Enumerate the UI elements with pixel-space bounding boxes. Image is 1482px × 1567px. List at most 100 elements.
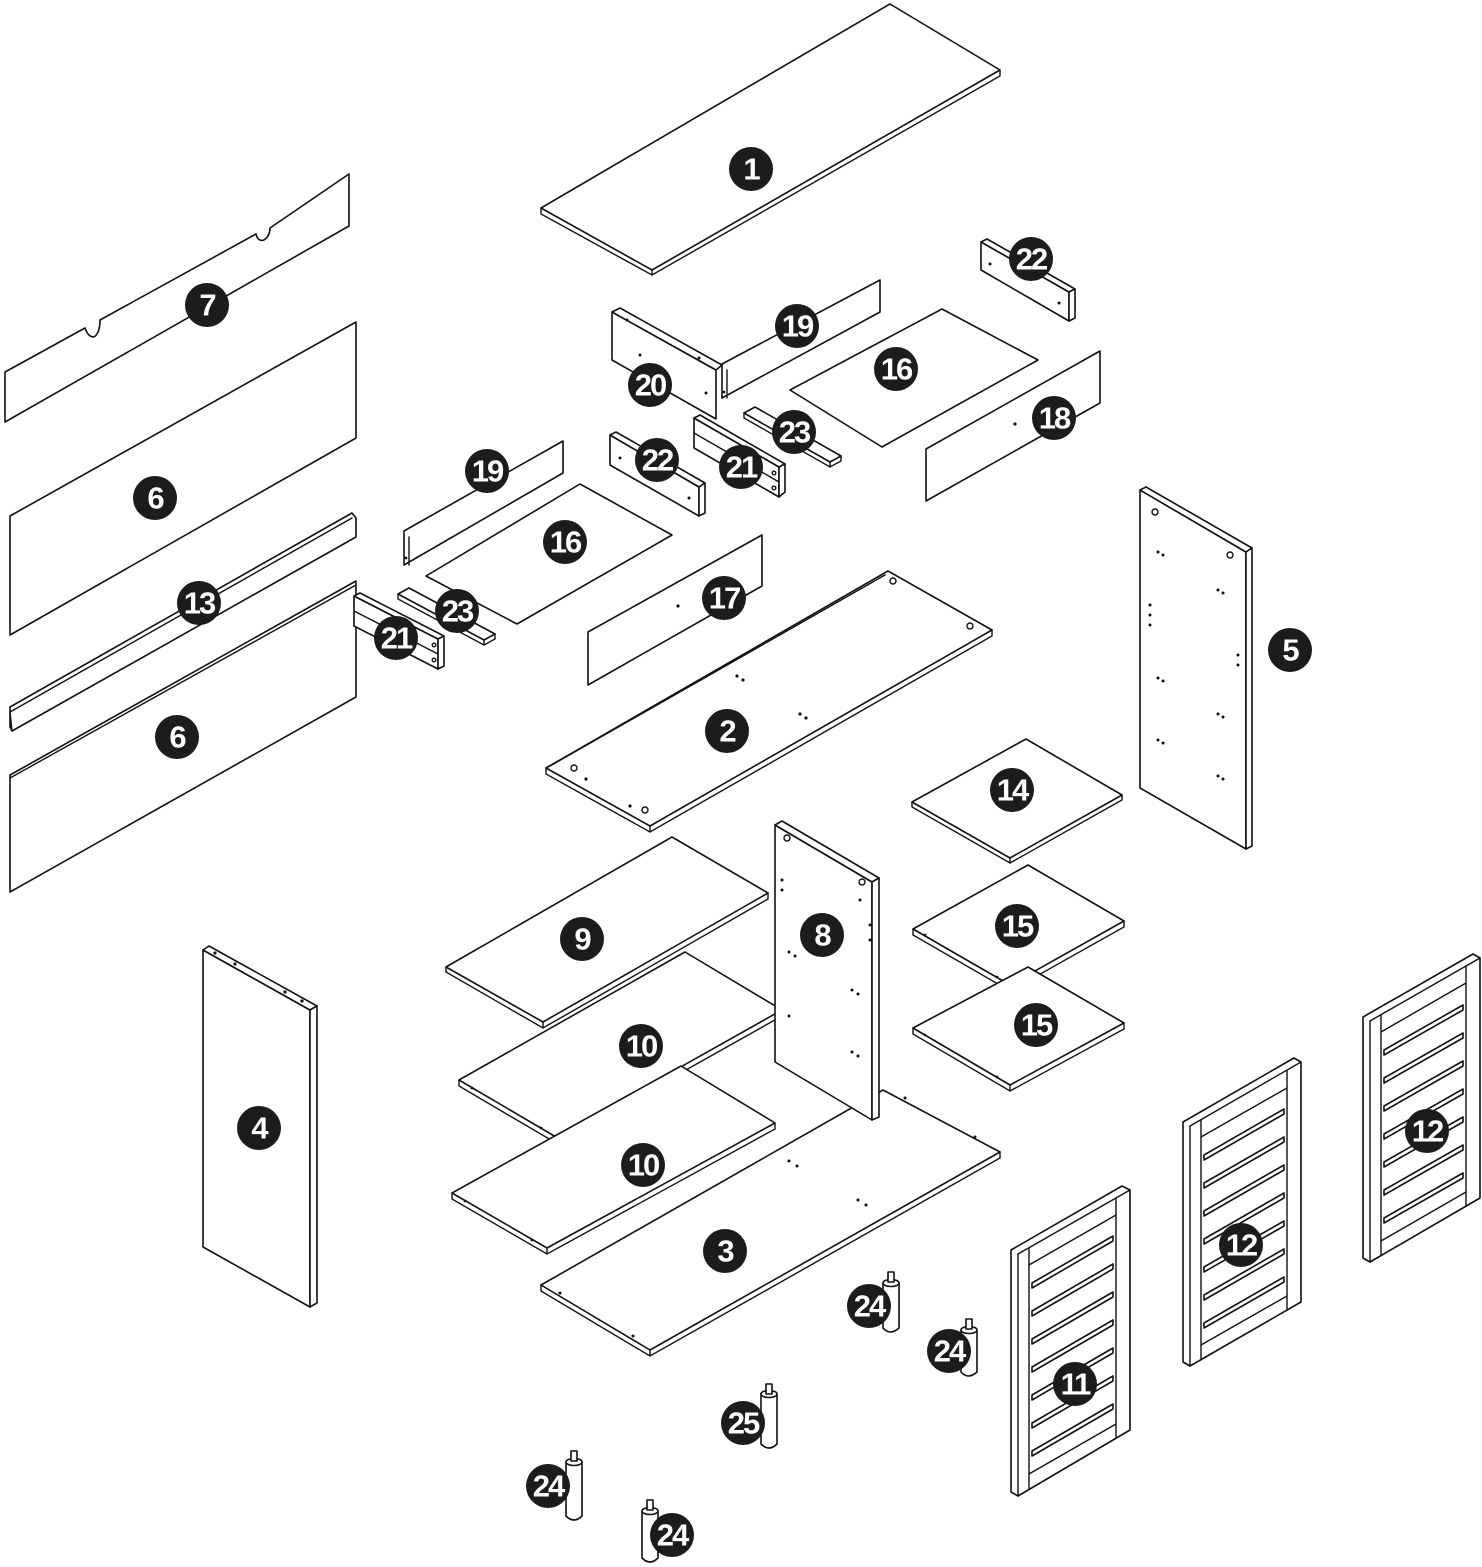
svg-text:22: 22 (1016, 242, 1047, 277)
badge-part-7: 7 (185, 283, 229, 327)
part-24-leg-c (565, 1450, 583, 1521)
badge-part-2: 2 (705, 709, 749, 753)
badge-part-8: 8 (800, 913, 844, 957)
badge-part-11: 11 (1053, 1362, 1097, 1406)
svg-text:20: 20 (635, 368, 666, 403)
badge-part-16-left: 16 (543, 520, 587, 564)
louvre-slat (1031, 1263, 1114, 1317)
svg-text:24: 24 (934, 1334, 967, 1369)
badge-part-22-upper: 22 (1009, 237, 1053, 281)
badge-part-23-left: 23 (435, 589, 479, 633)
svg-text:24: 24 (533, 1469, 566, 1504)
svg-text:16: 16 (550, 525, 582, 560)
svg-text:23: 23 (442, 594, 474, 629)
svg-text:18: 18 (1039, 401, 1071, 436)
badge-part-25: 25 (721, 1401, 765, 1445)
svg-text:10: 10 (628, 1148, 659, 1183)
louvre-slat (1383, 1144, 1464, 1196)
svg-text:17: 17 (709, 581, 740, 616)
badge-part-17: 17 (702, 576, 746, 620)
svg-text:1: 1 (743, 152, 760, 187)
louvre-slat (1383, 1004, 1464, 1056)
part-20-drawer-back (611, 307, 723, 420)
badge-part-16-right: 16 (874, 347, 918, 391)
louvre-slat (1203, 1108, 1285, 1161)
louvre-slat (1383, 1172, 1464, 1224)
svg-text:21: 21 (381, 621, 413, 656)
svg-text:8: 8 (814, 918, 831, 953)
svg-text:9: 9 (574, 922, 591, 957)
svg-text:12: 12 (1226, 1228, 1257, 1263)
badge-part-18: 18 (1032, 396, 1076, 440)
badge-part-10-lower: 10 (621, 1143, 665, 1187)
part-3-bottom-panel (540, 1089, 1001, 1357)
part-10-shelf-lower (451, 1065, 776, 1255)
part-6-back-panel-upper (9, 321, 357, 636)
badge-part-24-c: 24 (526, 1464, 570, 1508)
part-8-center-divider (774, 820, 880, 1121)
badge-part-19-right: 19 (775, 304, 819, 348)
louvre-slat (1383, 1060, 1464, 1112)
svg-text:16: 16 (881, 352, 913, 387)
svg-text:21: 21 (726, 450, 758, 485)
badge-part-4: 4 (237, 1106, 281, 1150)
svg-text:7: 7 (199, 288, 215, 323)
part-7-back-strip (4, 173, 350, 423)
svg-text:25: 25 (728, 1406, 760, 1441)
svg-text:6: 6 (147, 481, 164, 516)
louvre-slat (1031, 1319, 1114, 1373)
svg-text:19: 19 (782, 309, 814, 344)
part-19-drawer-side-left (403, 440, 564, 566)
badge-part-21-left: 21 (374, 616, 418, 660)
svg-text:4: 4 (251, 1111, 269, 1146)
badge-part-23-right: 23 (772, 410, 816, 454)
louvre-slat (1031, 1291, 1114, 1345)
badge-part-22-lower: 22 (635, 438, 679, 482)
louvre-slat (1383, 1032, 1464, 1084)
badge-part-9: 9 (560, 917, 604, 961)
badge-part-3: 3 (703, 1229, 747, 1273)
badge-part-12-right: 12 (1405, 1109, 1449, 1153)
louvre-slat (1031, 1403, 1114, 1457)
badge-part-13: 13 (177, 581, 221, 625)
part-12-door-right (1362, 953, 1481, 1263)
badge-part-6-upper: 6 (133, 476, 177, 520)
badge-part-10-upper: 10 (619, 1024, 663, 1068)
part-25-leg (760, 1383, 778, 1449)
badge-part-6-lower: 6 (155, 715, 199, 759)
part-9-shelf (445, 836, 769, 1029)
badge-part-15-lower: 15 (1014, 1003, 1058, 1047)
louvre-slat (1203, 1164, 1285, 1217)
part-12-door-middle (1182, 1057, 1302, 1367)
svg-text:19: 19 (472, 454, 504, 489)
part-11-door (1010, 1185, 1131, 1497)
svg-text:23: 23 (779, 415, 811, 450)
svg-text:10: 10 (626, 1029, 657, 1064)
svg-text:13: 13 (184, 586, 216, 621)
badge-part-1: 1 (729, 147, 773, 191)
svg-text:12: 12 (1412, 1114, 1443, 1149)
badge-part-19-left: 19 (465, 449, 509, 493)
svg-text:24: 24 (854, 1289, 887, 1324)
svg-text:2: 2 (719, 714, 735, 749)
svg-text:6: 6 (169, 720, 186, 755)
badge-part-21-right: 21 (719, 445, 763, 489)
louvre-slat (1203, 1136, 1285, 1189)
badge-part-5: 5 (1268, 628, 1312, 672)
part-1-top-panel (540, 3, 1001, 276)
badge-part-14: 14 (990, 768, 1034, 812)
svg-text:22: 22 (642, 443, 673, 478)
svg-text:15: 15 (1021, 1008, 1053, 1043)
louvre-slat (1203, 1276, 1285, 1329)
part-2-middle-panel (545, 570, 993, 833)
svg-text:24: 24 (657, 1518, 690, 1553)
louvre-slat (1031, 1235, 1114, 1289)
part-17-drawer-front (587, 534, 763, 686)
svg-text:3: 3 (717, 1234, 734, 1269)
louvre-slat (1203, 1248, 1285, 1301)
svg-text:15: 15 (1002, 909, 1034, 944)
part-5-right-side-panel (1139, 486, 1253, 850)
badge-part-20: 20 (628, 363, 672, 407)
svg-text:14: 14 (997, 773, 1030, 808)
badge-part-24-b: 24 (927, 1329, 971, 1373)
